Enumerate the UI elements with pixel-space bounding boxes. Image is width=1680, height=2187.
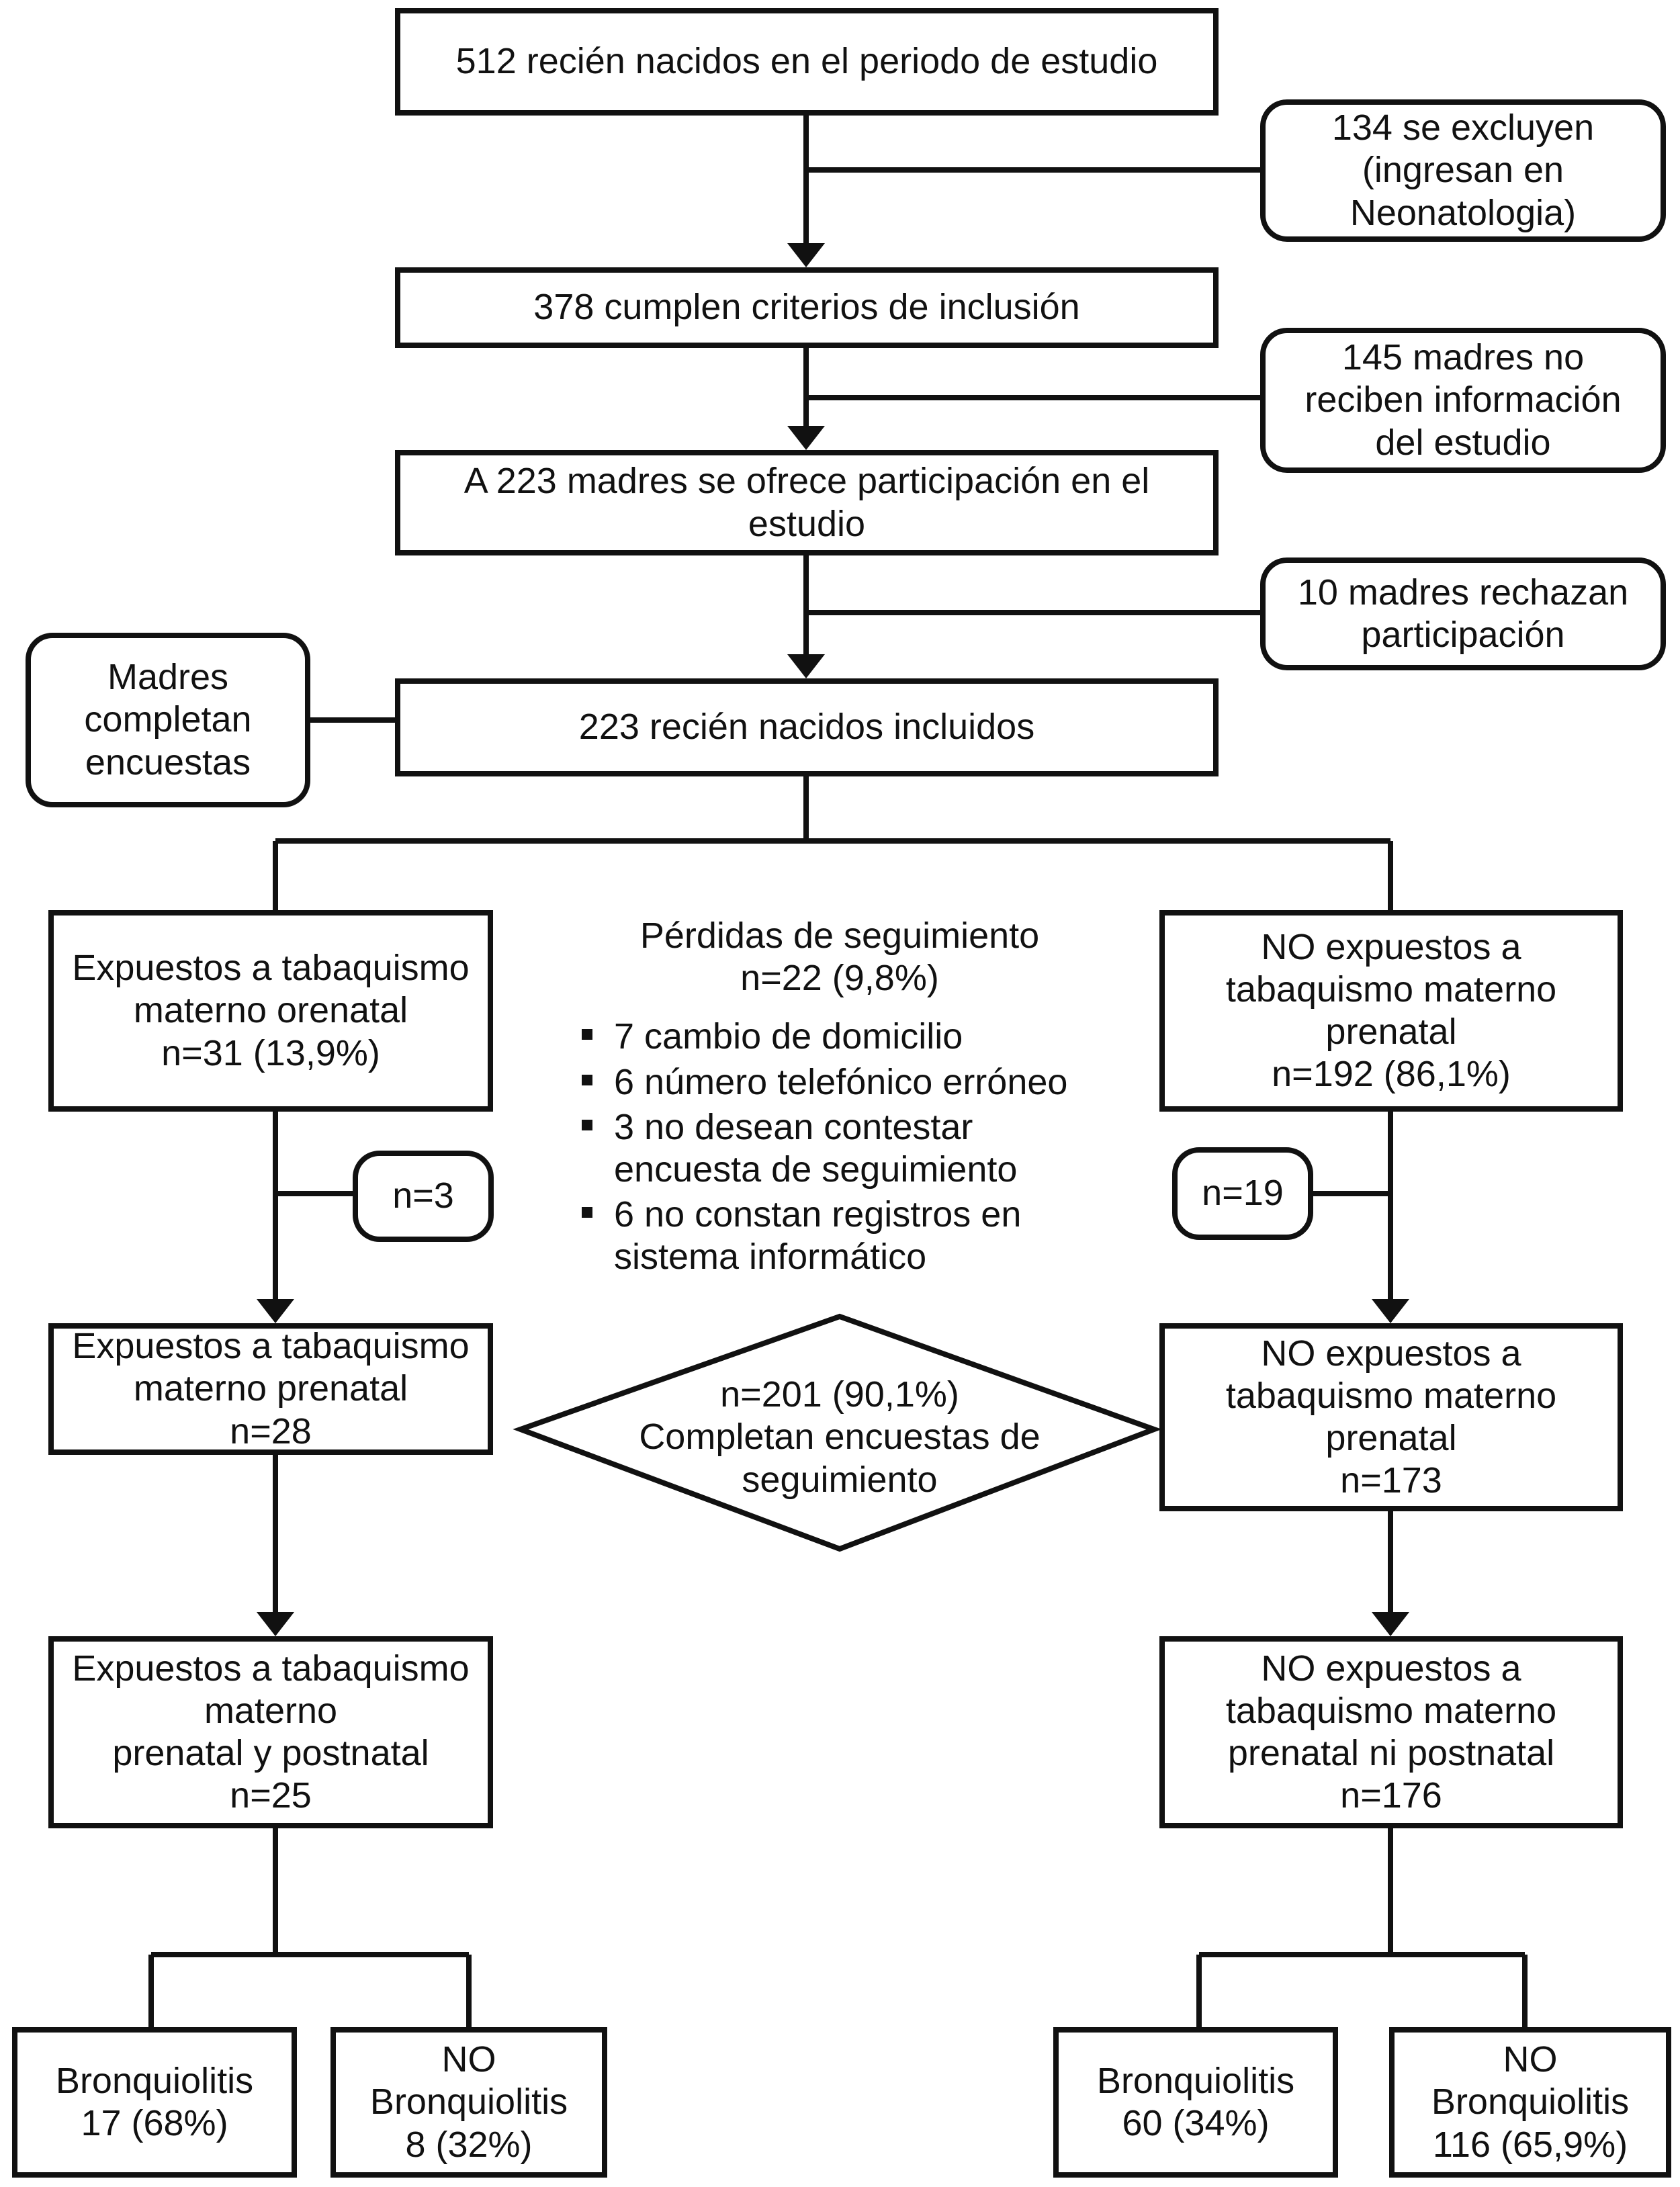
left-bronchiolitis-box: Bronquiolitis 17 (68%): [12, 2027, 297, 2178]
exposed-box: Expuestos a tabaquismo materno orenatal …: [48, 910, 493, 1112]
loss-item: 6 no constan registros en sistema inform…: [571, 1194, 1108, 1278]
participation-offer-box: A 223 madres se ofrece participación en …: [395, 450, 1219, 555]
losses-total: n=22 (9,8%): [740, 958, 939, 999]
right-lost-box: n=19: [1172, 1147, 1313, 1240]
left-lost-box: n=3: [353, 1151, 494, 1242]
followup-diamond: [513, 1313, 1162, 1552]
start-box: 512 recién nacidos en el periodo de estu…: [395, 8, 1219, 116]
followup-completed-label: n=201 (90,1%) Completan encuestas de seg…: [639, 1374, 1041, 1500]
not-exposed-prenatal-box: NO expuestos a tabaquismo materno prenat…: [1159, 1323, 1623, 1511]
losses-title: Pérdidas de seguimiento: [639, 916, 1040, 956]
exclusion-neonatology-box: 134 se excluyen (ingresan en Neonatologi…: [1260, 99, 1666, 242]
right-no-bronchiolitis-box: NO Bronquiolitis 116 (65,9%): [1389, 2027, 1671, 2178]
no-information-box: 145 madres no reciben información del es…: [1260, 328, 1666, 473]
left-no-bronchiolitis-box: NO Bronquiolitis 8 (32%): [330, 2027, 607, 2178]
loss-item: 6 número telefónico erróneo: [571, 1061, 1108, 1104]
loss-item: 3 no desean contestar encuesta de seguim…: [571, 1106, 1108, 1191]
not-exposed-postnatal-box: NO expuestos a tabaquismo materno prenat…: [1159, 1636, 1623, 1828]
not-exposed-box: NO expuestos a tabaquismo materno prenat…: [1159, 910, 1623, 1112]
followup-losses: Pérdidas de seguimiento n=22 (9,8%) 7 ca…: [571, 915, 1108, 1281]
inclusion-criteria-box: 378 cumplen criterios de inclusión: [395, 267, 1219, 348]
exposed-prenatal-box: Expuestos a tabaquismo materno prenatal …: [48, 1323, 493, 1455]
loss-item: 7 cambio de domicilio: [571, 1016, 1108, 1058]
exposed-postnatal-box: Expuestos a tabaquismo materno prenatal …: [48, 1636, 493, 1828]
right-bronchiolitis-box: Bronquiolitis 60 (34%): [1053, 2027, 1338, 2178]
included-newborns-box: 223 recién nacidos incluidos: [395, 678, 1219, 776]
surveys-completed-box: Madres completan encuestas: [26, 633, 310, 807]
refusal-box: 10 madres rechazan participación: [1260, 557, 1666, 670]
